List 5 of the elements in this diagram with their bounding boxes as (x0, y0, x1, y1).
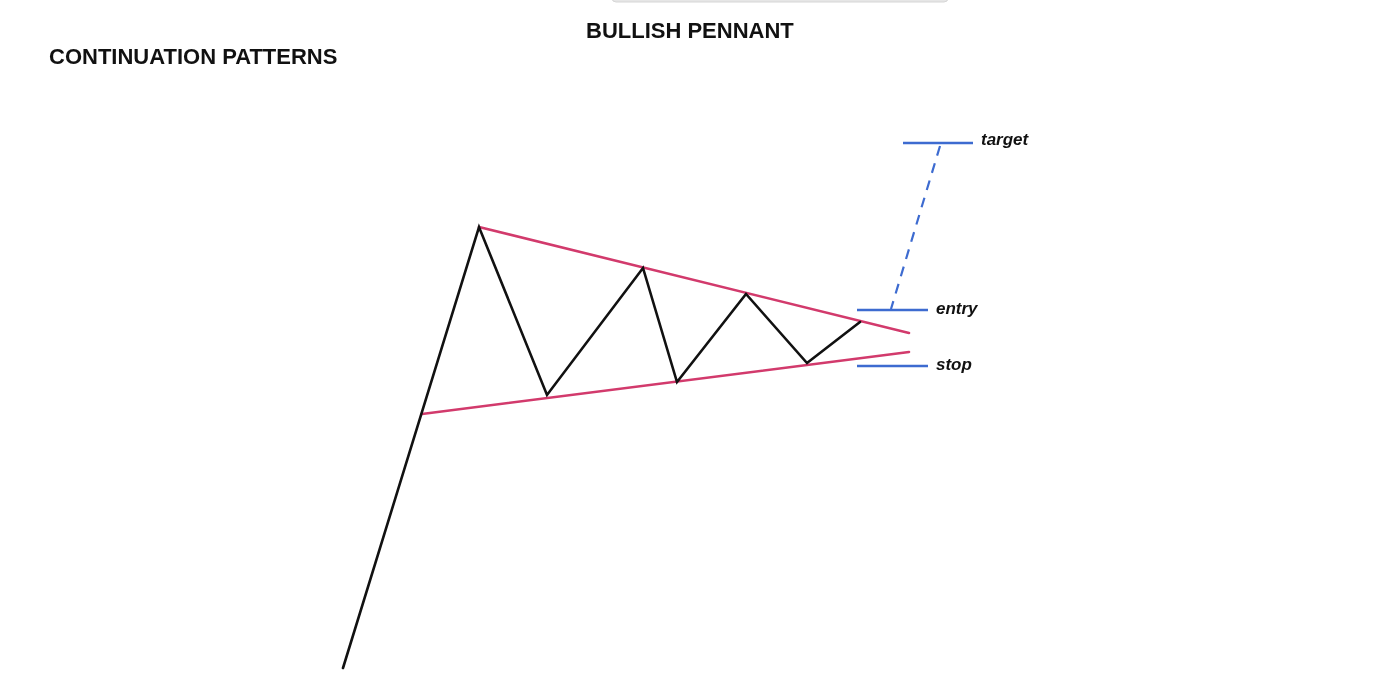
chart-title: BULLISH PENNANT (586, 20, 794, 42)
level-label: entry (936, 300, 978, 317)
section-heading: CONTINUATION PATTERNS (49, 46, 338, 68)
level-label: stop (936, 356, 972, 373)
level-label: target (981, 131, 1029, 148)
